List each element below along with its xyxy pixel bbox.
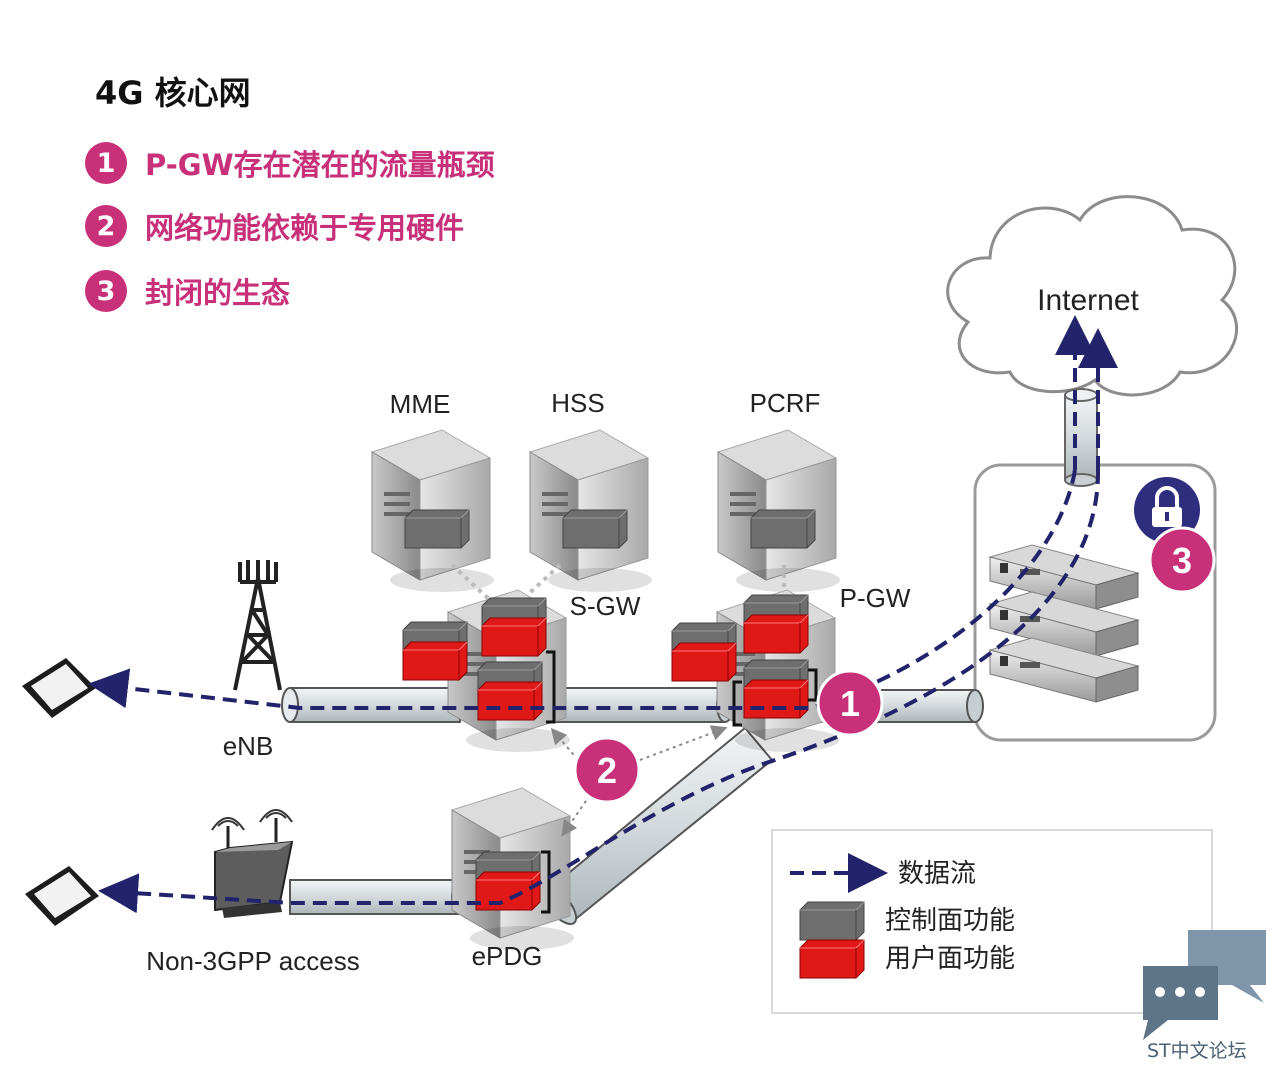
sgw-server [402,589,571,753]
issue-number-badge: 1 [85,142,127,184]
epdg-server [451,787,575,951]
epdg-label: ePDG [472,941,543,971]
issue-3: 3 封闭的生态 [85,270,290,312]
internet-pipe [1064,388,1098,487]
pgw-label: P-GW [840,583,911,613]
hardware-dependency-links [550,725,728,837]
mme-server [371,429,495,593]
issue-text: P-GW存在潜在的流量瓶颈 [145,148,495,182]
phone-icon [25,866,99,926]
legend-control-label: 控制面功能 [885,906,1015,936]
internet-cloud [946,195,1239,397]
enb-tower-icon [233,560,282,691]
badge-2 [573,736,641,804]
legend-control-swatch [799,901,865,941]
page-title: 4G 核心网 [95,74,251,112]
legend: 数据流 控制面功能 用户面功能 [771,829,1213,1014]
issue-text: 网络功能依赖于专用硬件 [145,211,465,245]
badge-1-label: 1 [840,683,860,724]
internet-label: Internet [1037,284,1139,317]
issue-text: 封闭的生态 [145,276,291,310]
pipe-enb-sgw [281,687,461,723]
badge-2-label: 2 [597,750,617,791]
non3gpp-label: Non-3GPP access [146,946,359,976]
watermark-text: ST中文论坛 [1147,1040,1247,1062]
pipe-non3gpp-epdg [289,879,469,915]
enb-label: eNB [223,731,274,761]
router-icon [211,809,294,918]
issue-2: 2 网络功能依赖于专用硬件 [85,205,464,247]
legend-user-swatch [799,939,865,979]
pgw-server [671,589,840,753]
mme-label: MME [390,389,451,419]
issue-number-badge: 2 [85,205,127,247]
rack-servers [988,544,1140,703]
pipe-sgw-pgw [554,687,734,723]
phone-icon [22,658,96,718]
sgw-label: S-GW [570,591,641,621]
legend-user-label: 用户面功能 [885,944,1015,974]
hss-server [529,429,653,593]
lock-icon [1134,477,1200,543]
issue-number-badge: 3 [85,270,127,312]
badge-1 [816,669,884,737]
legend-data-flow-label: 数据流 [898,859,976,889]
pcrf-server [717,429,841,593]
badge-3 [1148,526,1216,594]
pipe-epdg-pgw [542,726,774,926]
issue-1: 1 P-GW存在潜在的流量瓶颈 [85,142,495,184]
forum-logo-icon [1143,930,1266,1040]
data-flow-lines [88,315,1118,914]
hss-label: HSS [551,388,604,418]
pcrf-label: PCRF [750,388,821,418]
badge-3-label: 3 [1172,540,1192,581]
